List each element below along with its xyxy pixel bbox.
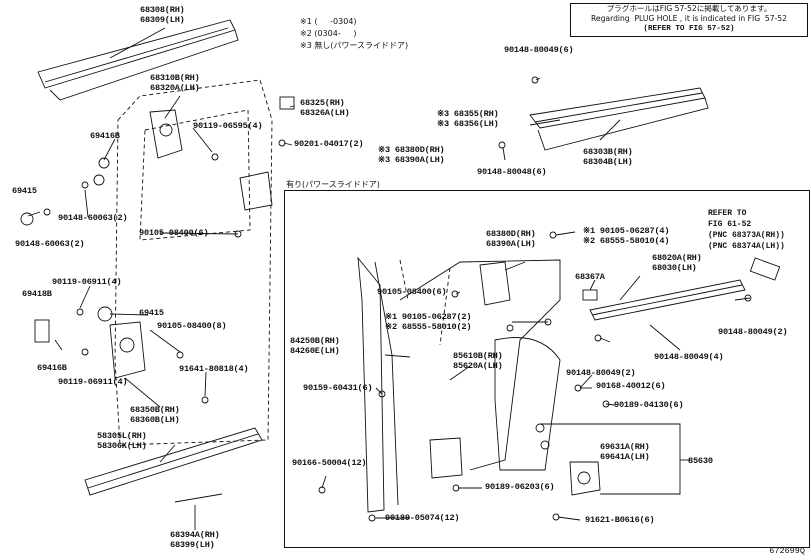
part-label-68394A: 68394A(RH) 68399(LH) — [170, 530, 220, 550]
note-2: ※2 (0304- ) — [300, 29, 357, 38]
part-label-90105-08400-b: 90105-08400(8) — [157, 321, 227, 331]
part-label-85610B: 85610B(RH) 85620A(LH) — [453, 351, 503, 371]
part-label-69418B: 69418B — [22, 289, 52, 299]
part-label-91641: 91641-80818(4) — [179, 364, 249, 374]
note-jp: プラグホールはFIG 57-52に掲載してあります。 — [606, 4, 772, 13]
part-label-69416B-a: 69416B — [90, 131, 120, 141]
part-label-68380D-b: 68380D(RH) 68390A(LH) — [486, 229, 536, 249]
part-label-68350B: 68350B(RH) 68360B(LH) — [130, 405, 180, 425]
part-label-90119-06595: 90119-06595(4) — [193, 121, 263, 131]
part-label-90166: 90166-50004(12) — [292, 458, 367, 468]
refer-line-4: (PNC 68374A(LH)) — [708, 242, 785, 251]
rear-roller-68380D — [239, 171, 273, 211]
note-refer: (REFER TO FIG 57-52) — [643, 25, 735, 33]
pad-68373A — [749, 257, 781, 281]
part-label-68325: 68325(RH) 68326A(LH) — [300, 98, 350, 118]
block-68325 — [279, 96, 295, 110]
upper-roller-68310B — [149, 109, 183, 159]
part-label-68020A: 68020A(RH) 68030(LH) — [652, 253, 702, 273]
note-3: ※3 無し(パワースライドドア) — [300, 41, 409, 50]
refer-line-2: FIG 61-52 — [708, 220, 752, 229]
part-label-68310B: 68310B(RH) 68320A(LH) — [150, 73, 200, 93]
part-label-90148-80049-d: 90148-80049(2) — [566, 368, 636, 378]
grommet-69415 — [20, 212, 34, 226]
part-label-68308: 68308(RH) 68309(LH) — [140, 5, 185, 25]
part-label-90189-06203: 90189-06203(6) — [485, 482, 555, 492]
part-label-90105-06287-a: ※1 90105-06287(4) ※2 68555-58010(4) — [583, 226, 670, 246]
regulator-frame-85610B — [399, 259, 561, 471]
part-label-90201: 90201-04017(2) — [294, 139, 364, 149]
part-label-90148-60063-b: 90148-60063(2) — [15, 239, 85, 249]
note-en: Regarding PLUG HOLE , it is indicated in… — [591, 14, 787, 23]
lower-roller-68350B — [109, 321, 146, 379]
part-label-58305L: 58305L(RH) 58306K(LH) — [97, 431, 147, 451]
part-label-90148-80049-a: 90148-80049(6) — [504, 45, 574, 55]
drive-unit-85610B — [429, 437, 463, 479]
part-label-69415-a: 69415 — [12, 186, 37, 196]
part-label-90189-05074: 90189-05074(12) — [385, 513, 460, 523]
part-label-68367A: 68367A — [575, 272, 605, 282]
door-outline — [114, 79, 273, 446]
power-slide-door-inset — [284, 190, 810, 548]
grommet-69415-b — [97, 306, 113, 322]
grommet-69416B — [98, 157, 110, 169]
figure-number: 672699Q — [769, 546, 805, 556]
cable-84250B — [357, 256, 385, 513]
part-label-68355: ※3 68355(RH) ※3 68356(LH) — [437, 109, 499, 129]
part-label-90148-80049-b: 90148-80049(2) — [718, 327, 788, 337]
part-label-90119-06911-a: 90119-06911(4) — [52, 277, 122, 287]
refer-line-1: REFER TO — [708, 209, 747, 218]
part-label-84250B: 84250B(RH) 84260E(LH) — [290, 336, 340, 356]
cover-69418B — [34, 319, 50, 343]
motor-unit-69631A — [569, 461, 601, 496]
part-label-69631A: 69631A(RH) 69641A(LH) — [600, 442, 650, 462]
part-label-85630: 85630 — [688, 456, 713, 466]
part-label-90159: 90159-60431(6) — [303, 383, 373, 393]
part-label-68380D-a: ※3 68380D(RH) ※3 68390A(LH) — [378, 145, 445, 165]
part-label-69415-b: 69415 — [139, 308, 164, 318]
roller-68380D-inset — [479, 261, 511, 306]
plug-hole-note-box: プラグホールはFIG 57-52に掲載してあります。 Regarding PLU… — [570, 3, 808, 37]
lower-rail-58305L — [84, 427, 263, 496]
track-68020A — [589, 279, 746, 321]
note-1: ※1 ( -0304) — [300, 17, 357, 26]
part-label-90119-06911-b: 90119-06911(4) — [58, 377, 128, 387]
part-label-90105-08400-c: 90105-08400(6) — [377, 287, 447, 297]
part-label-90189-04130: 90189-04130(6) — [614, 400, 684, 410]
refer-fig-61-52: REFER TO FIG 61-52 (PNC 68373A(RH)) (PNC 68… — [708, 208, 785, 252]
part-label-90168: 90168-40012(6) — [596, 381, 666, 391]
part-label-91621: 91621-B0616(6) — [585, 515, 655, 525]
part-label-90105-06287-b: ※1 90105-06287(2) ※2 68555-58010(2) — [385, 312, 472, 332]
part-label-90148-80049-c: 90148-80049(4) — [654, 352, 724, 362]
part-label-90105-08400-a: 90105-08400(6) — [139, 228, 209, 238]
refer-line-3: (PNC 68373A(RH)) — [708, 231, 785, 240]
part-label-90148-80048: 90148-80048(6) — [477, 167, 547, 177]
inset-title: 有り(パワースライドドア) — [286, 180, 380, 189]
part-label-68303B: 68303B(RH) 68304B(LH) — [583, 147, 633, 167]
motor-85630 — [494, 337, 561, 471]
part-label-69416B-b: 69416B — [37, 363, 67, 373]
part-label-90148-60063-a: 90148-60063(2) — [58, 213, 128, 223]
upper-rail-68308 — [37, 19, 236, 89]
